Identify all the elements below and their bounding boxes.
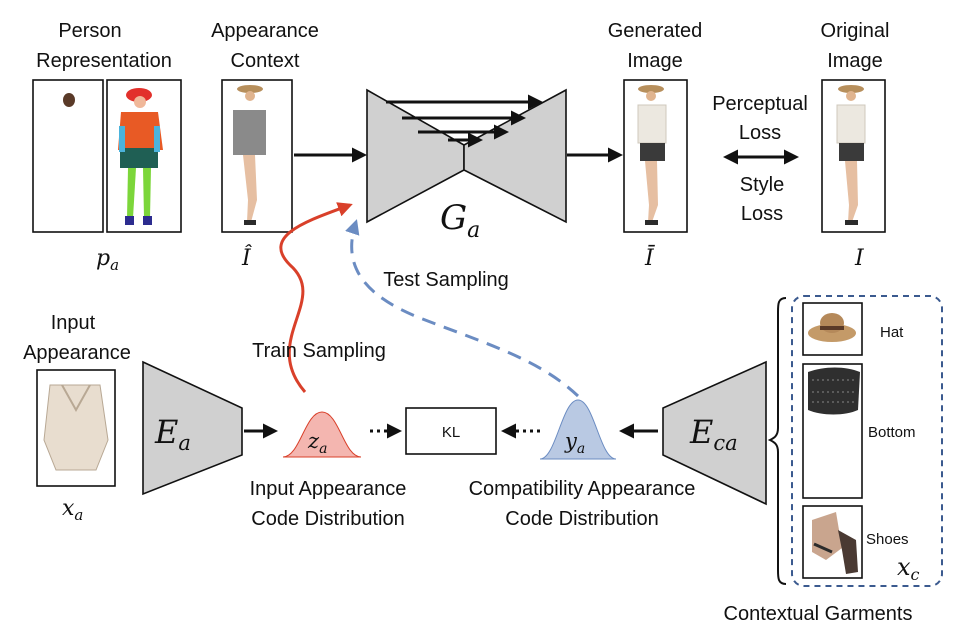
kl-label: KL (442, 424, 460, 441)
generated-image-label-line2: Image (627, 50, 683, 72)
generated-image (623, 79, 688, 233)
g-a-symbol: Ga (440, 198, 480, 243)
z-distribution (282, 411, 362, 458)
input-code-distribution-label-line1: Input Appearance (250, 478, 407, 500)
shoes-label: Shoes (866, 531, 909, 548)
appearance-context-image (221, 79, 293, 233)
person-representation-images (32, 79, 182, 233)
kl-box (405, 407, 497, 455)
appearance-context-label-line1: Appearance (211, 20, 319, 42)
input-appearance-label-line1: Input (51, 312, 96, 334)
segmentation-figure (118, 88, 163, 225)
masked-region (233, 110, 266, 155)
y-distribution (539, 399, 617, 460)
hat-item (802, 302, 863, 356)
encoder-e-ca (662, 360, 767, 506)
i-bar-symbol: Ī (644, 245, 655, 271)
bottom-item (802, 363, 863, 499)
shoes-item (802, 505, 863, 579)
contextual-garments-box (791, 295, 943, 587)
contextual-garments-label: Contextual Garments (724, 603, 913, 625)
generated-image-label-line1: Generated (608, 20, 703, 42)
e-ca-symbol: Eca (689, 413, 738, 455)
generator-network (366, 88, 567, 224)
input-code-distribution-label-line2: Code Distribution (251, 508, 404, 530)
test-sampling-label: Test Sampling (383, 269, 509, 291)
p-a-symbol: pa (96, 246, 119, 274)
test-sampling-arrow (345, 219, 580, 398)
compat-code-distribution-label-line1: Compatibility Appearance (469, 478, 696, 500)
original-image (821, 79, 886, 233)
input-appearance-label-line2: Appearance (23, 342, 131, 364)
bottom-label: Bottom (868, 424, 916, 441)
input-appearance-image (36, 369, 116, 487)
style-loss-label-line1: Style (740, 174, 784, 196)
original-image-label-line2: Image (827, 50, 883, 72)
head-mask (63, 93, 75, 107)
y-a-symbol: ya (564, 429, 585, 457)
original-image-label-line1: Original (821, 20, 890, 42)
train-sampling-arrow (279, 202, 353, 393)
z-a-symbol: za (307, 429, 327, 457)
person-representation-label-line1: Person (58, 20, 121, 42)
perceptual-loss-label-line2: Loss (739, 122, 781, 144)
x-a-symbol: xa (62, 496, 83, 524)
hat-label: Hat (880, 324, 904, 341)
appearance-context-label-line2: Context (231, 50, 300, 72)
encoder-e-a (142, 360, 243, 496)
style-loss-label-line2: Loss (741, 203, 783, 225)
i-hat-symbol: Î (241, 244, 252, 271)
x-c-symbol: xc (897, 553, 920, 584)
e-a-symbol: Ea (154, 413, 191, 455)
garments-brace (767, 297, 787, 585)
train-sampling-label: Train Sampling (252, 340, 386, 362)
person-representation-label-line2: Representation (36, 50, 172, 72)
i-symbol: I (854, 246, 865, 271)
compat-code-distribution-label-line2: Code Distribution (505, 508, 658, 530)
perceptual-loss-label-line1: Perceptual (712, 93, 808, 115)
